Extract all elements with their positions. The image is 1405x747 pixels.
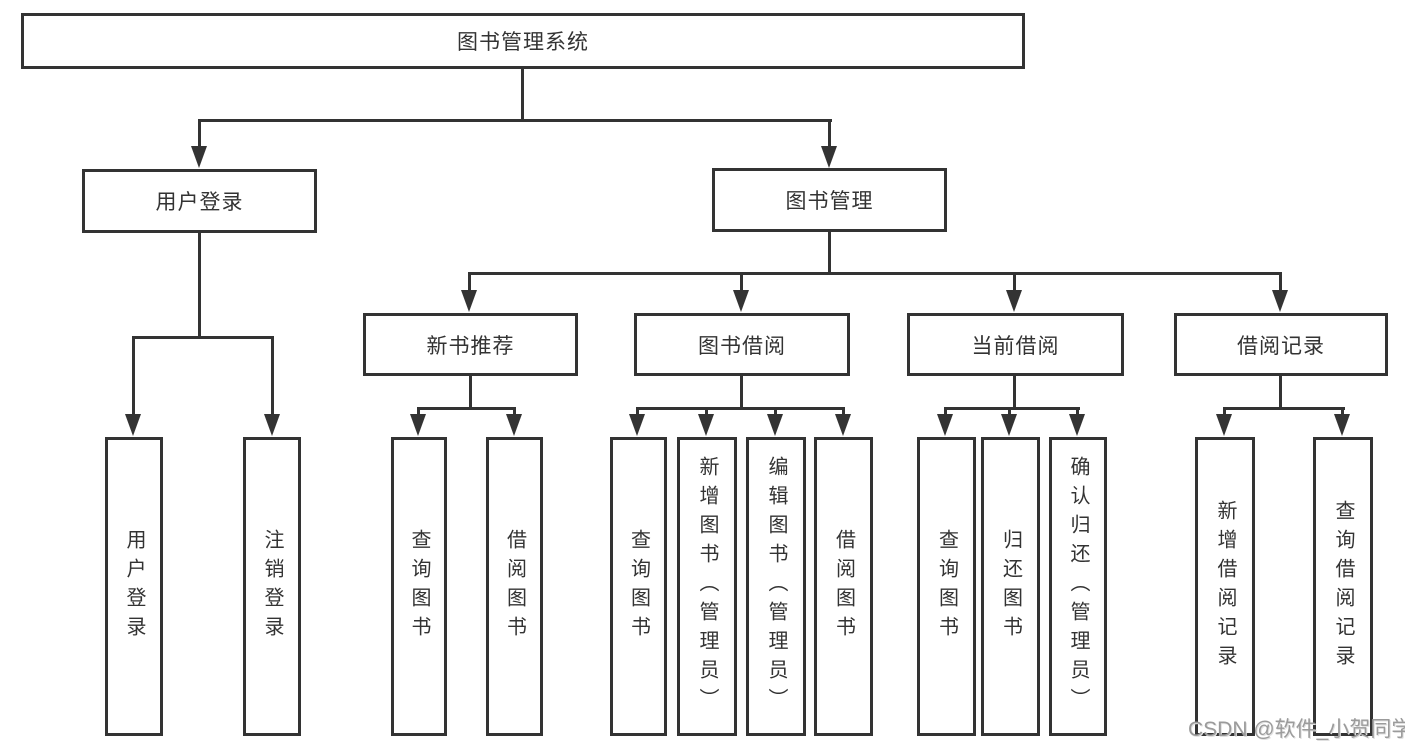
edge-leaf-userlogin-stem	[132, 336, 135, 414]
node-book-mgmt: 图书管理	[712, 168, 947, 232]
edge-newbook-down	[469, 376, 472, 407]
edge-currentborrow-down	[1013, 376, 1016, 407]
edge-bookborrow-hline	[637, 407, 845, 410]
node-current-borrow-label: 当前借阅	[971, 334, 1060, 358]
arrow-bb-edit	[767, 414, 783, 436]
leaf-currentborrow-confirm: 确认归还（管理员）	[1049, 437, 1107, 736]
arrow-currentborrow	[1006, 290, 1022, 312]
edge-cb-query-stem	[944, 407, 947, 414]
arrow-bb-borrow	[835, 414, 851, 436]
edge-l1-hline	[198, 119, 832, 122]
arrow-nb-query	[410, 414, 426, 436]
edge-bookmgmt-down	[828, 232, 831, 272]
node-borrow-record-label: 借阅记录	[1237, 334, 1325, 358]
arrow-bookmgmt	[821, 146, 837, 168]
leaf-user-login-label: 用户登录	[123, 528, 145, 645]
edge-nb-borrow-stem	[513, 407, 516, 414]
edge-bb-borrow-stem	[842, 407, 845, 414]
edge-userlogin-hline	[133, 336, 274, 339]
edge-userlogin-stem	[198, 119, 201, 146]
node-user-login: 用户登录	[82, 169, 317, 233]
edge-borrowrecord-stem	[1279, 272, 1282, 290]
leaf-newbook-borrow-label: 借阅图书	[503, 528, 526, 645]
leaf-bookborrow-query: 查询图书	[610, 437, 667, 736]
arrow-cb-confirm	[1069, 414, 1085, 436]
arrow-bb-add	[698, 414, 714, 436]
leaf-currentborrow-confirm-label: 确认归还（管理员）	[1067, 456, 1089, 717]
arrow-leaf-logout	[264, 414, 280, 436]
arrow-userlogin	[191, 146, 207, 168]
leaf-bookborrow-edit-label: 编辑图书（管理员）	[765, 456, 787, 717]
node-user-login-label: 用户登录	[155, 191, 244, 214]
node-current-borrow: 当前借阅	[907, 313, 1124, 376]
leaf-borrowrecord-query-label: 查询借阅记录	[1332, 499, 1354, 674]
edge-cb-confirm-stem	[1076, 407, 1079, 414]
leaf-currentborrow-query: 查询图书	[917, 437, 976, 736]
edge-bookborrow-stem	[740, 272, 743, 290]
edge-bb-add-stem	[705, 407, 708, 414]
node-root-label: 图书管理系统	[457, 31, 589, 54]
edge-br-query-stem	[1341, 407, 1344, 414]
leaf-newbook-query: 查询图书	[391, 437, 447, 736]
edge-cb-return-stem	[1008, 407, 1011, 414]
arrow-bookborrow	[733, 290, 749, 312]
leaf-user-login: 用户登录	[105, 437, 163, 736]
leaf-bookborrow-query-label: 查询图书	[627, 528, 650, 645]
edge-bb-query-stem	[636, 407, 639, 414]
leaf-currentborrow-query-label: 查询图书	[935, 528, 958, 645]
leaf-currentborrow-return: 归还图书	[981, 437, 1040, 736]
csdn-watermark: CSDN @软件_小贺同学	[1188, 718, 1405, 741]
arrow-cb-query	[937, 414, 953, 436]
leaf-bookborrow-borrow-label: 借阅图书	[832, 528, 855, 645]
edge-newbook-stem	[468, 272, 471, 290]
edge-bookmgmt-stem	[828, 119, 831, 146]
edge-root-stem	[521, 69, 524, 119]
edge-br-add-stem	[1223, 407, 1226, 414]
leaf-borrowrecord-add-label: 新增借阅记录	[1214, 499, 1236, 674]
edge-borrowrecord-hline	[1224, 407, 1345, 410]
node-book-borrow-label: 图书借阅	[698, 334, 786, 358]
arrow-leaf-userlogin	[125, 414, 141, 436]
edge-borrowrecord-down	[1279, 376, 1282, 407]
arrow-bb-query	[629, 414, 645, 436]
arrow-br-query	[1334, 414, 1350, 436]
arrow-nb-borrow	[506, 414, 522, 436]
leaf-bookborrow-add-label: 新增图书（管理员）	[696, 456, 718, 717]
edge-bookborrow-down	[740, 376, 743, 407]
node-new-book-label: 新书推荐	[426, 334, 515, 358]
node-root: 图书管理系统	[21, 13, 1025, 69]
leaf-logout-label: 注销登录	[261, 528, 283, 645]
edge-userlogin-down	[198, 233, 201, 336]
edge-l3-hline	[469, 272, 1282, 275]
leaf-newbook-query-label: 查询图书	[408, 528, 430, 645]
node-book-borrow: 图书借阅	[634, 313, 850, 376]
leaf-borrowrecord-query: 查询借阅记录	[1313, 437, 1373, 736]
edge-newbook-hline	[418, 407, 516, 410]
edge-bb-edit-stem	[774, 407, 777, 414]
leaf-borrowrecord-add: 新增借阅记录	[1195, 437, 1255, 736]
node-borrow-record: 借阅记录	[1174, 313, 1388, 376]
edge-leaf-logout-stem	[271, 336, 274, 414]
edge-currentborrow-hline	[945, 407, 1080, 410]
node-book-mgmt-label: 图书管理	[785, 190, 874, 213]
edge-nb-query-stem	[417, 407, 420, 414]
node-new-book: 新书推荐	[363, 313, 578, 376]
leaf-bookborrow-edit: 编辑图书（管理员）	[746, 437, 806, 736]
arrow-borrowrecord	[1272, 290, 1288, 312]
arrow-cb-return	[1001, 414, 1017, 436]
leaf-logout: 注销登录	[243, 437, 301, 736]
leaf-bookborrow-add: 新增图书（管理员）	[677, 437, 737, 736]
leaf-bookborrow-borrow: 借阅图书	[814, 437, 873, 736]
leaf-currentborrow-return-label: 归还图书	[999, 528, 1022, 645]
arrow-newbook	[461, 290, 477, 312]
leaf-newbook-borrow: 借阅图书	[486, 437, 543, 736]
edge-currentborrow-stem	[1013, 272, 1016, 290]
arrow-br-add	[1216, 414, 1232, 436]
